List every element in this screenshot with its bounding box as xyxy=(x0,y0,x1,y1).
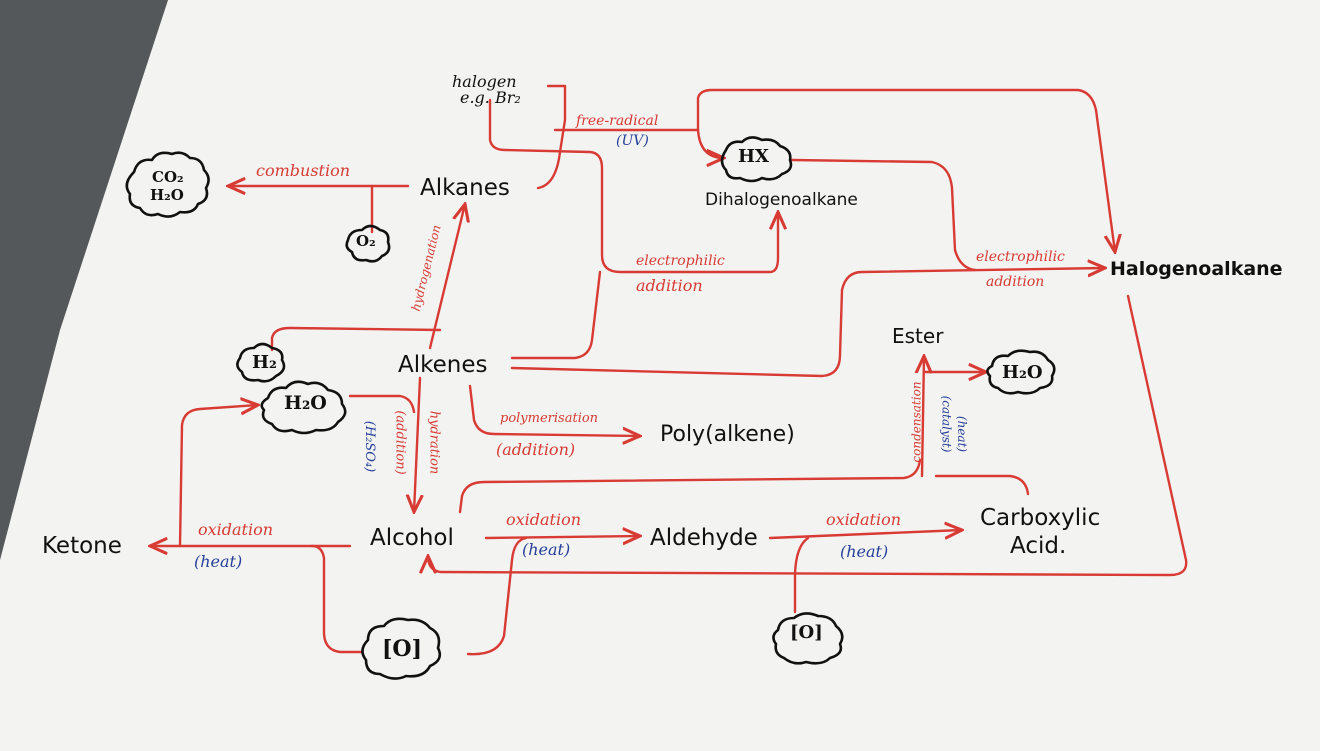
arrow-halogenoalkane-alcohol xyxy=(428,294,1188,577)
line-h2-hydrogenation xyxy=(270,326,442,352)
label-h2so4: (H₂SO₄) xyxy=(362,420,378,473)
node-dihalogenoalkane: Dihalogenoalkane xyxy=(705,190,858,210)
label-condensation: condensation xyxy=(909,381,924,463)
arrow-halogen-electrophilic xyxy=(488,98,778,274)
label-hydration: hydration xyxy=(426,410,442,475)
node-carboxylic-acid-line1: Carboxylic xyxy=(980,505,1101,531)
cloud-oxidant-left xyxy=(361,617,442,680)
line-alcohol-condensation xyxy=(458,458,922,514)
cloud-h2o-condensation xyxy=(986,349,1056,395)
arrow-hydrogenation xyxy=(428,204,465,350)
arrow-alkenes-halogenoalkane xyxy=(510,268,1105,378)
label-catalyst: (catalyst) xyxy=(939,395,954,453)
label-heat-cond: (heat) xyxy=(955,415,970,453)
cloud-h2 xyxy=(236,342,286,383)
cloud-hx xyxy=(720,136,793,183)
node-ester: Ester xyxy=(892,324,944,348)
line-oxidant-left-aldehyde xyxy=(466,536,528,656)
label-combustion: combustion xyxy=(256,161,351,180)
label-oxidation-3: oxidation xyxy=(826,510,902,529)
arrow-aldehyde-carboxylic xyxy=(768,530,962,538)
line-h2o-hydration xyxy=(348,394,416,414)
node-alkenes: Alkenes xyxy=(398,352,488,378)
label-addition-1: addition xyxy=(636,276,703,295)
reagent-hx: HX xyxy=(738,146,769,167)
node-ketone: Ketone xyxy=(42,533,122,559)
line-alkenes-dihalogenoalkane xyxy=(510,270,602,360)
label-addition-hydration: (addition) xyxy=(392,410,408,475)
line-oxidant-left-ketone xyxy=(310,544,364,654)
reagent-h2o-product: H₂O xyxy=(150,186,184,204)
node-carboxylic-acid-line2: Acid. xyxy=(1010,533,1067,559)
label-polymerisation: polymerisation xyxy=(500,411,599,426)
label-uv: (UV) xyxy=(616,133,649,149)
cloud-co2-h2o xyxy=(125,151,210,218)
arrow-polymerisation xyxy=(468,384,640,436)
label-oxidation-1: oxidation xyxy=(198,520,274,539)
node-alcohol: Alcohol xyxy=(370,525,454,551)
board-edge-shadow xyxy=(0,0,168,560)
node-halogenoalkane: Halogenoalkane xyxy=(1110,258,1283,280)
reagent-oxidant-right: [O] xyxy=(790,622,823,643)
node-aldehyde: Aldehyde xyxy=(650,525,758,551)
arrow-condensation-ester xyxy=(922,356,924,478)
cloud-h2o-hydration xyxy=(260,380,347,435)
label-heat-3: (heat) xyxy=(840,542,889,561)
reagent-h2: H₂ xyxy=(252,352,277,373)
label-addition-2: addition xyxy=(986,274,1045,290)
label-electrophilic-2: electrophilic xyxy=(976,249,1065,265)
node-alkanes: Alkanes xyxy=(420,175,510,201)
node-polyalkene: Poly(alkene) xyxy=(660,422,795,447)
arrow-hydration xyxy=(414,376,420,512)
cloud-o2 xyxy=(345,224,391,263)
label-addition-poly: (addition) xyxy=(496,440,576,459)
line-halogen-free-radical xyxy=(536,84,567,190)
cloud-oxidant-right xyxy=(772,612,844,665)
label-oxidation-2: oxidation xyxy=(506,510,582,529)
reagent-h2o-hydration: H₂O xyxy=(284,392,327,414)
label-free-radical: free-radical xyxy=(576,113,659,129)
arrow-free-radical-hx xyxy=(696,128,724,158)
label-heat-1: (heat) xyxy=(194,552,243,571)
reagent-h2o-condensation: H₂O xyxy=(1002,362,1043,383)
reagent-o2: O₂ xyxy=(356,232,376,250)
label-heat-2: (heat) xyxy=(522,540,571,559)
label-electrophilic-1: electrophilic xyxy=(636,253,725,269)
reagent-halogen-line1: halogen xyxy=(452,72,517,91)
arrow-alcohol-aldehyde xyxy=(484,536,640,538)
arrow-ketone-h2o xyxy=(178,405,258,548)
reagent-halogen-line2: e.g. Br₂ xyxy=(460,88,521,107)
arrow-free-radical-halogenoalkane xyxy=(696,88,1115,252)
reagent-co2: CO₂ xyxy=(152,168,184,186)
line-hx-electrophilic xyxy=(790,158,977,272)
line-carboxylic-condensation xyxy=(934,474,1030,496)
reagent-oxidant-left: [O] xyxy=(382,636,422,662)
